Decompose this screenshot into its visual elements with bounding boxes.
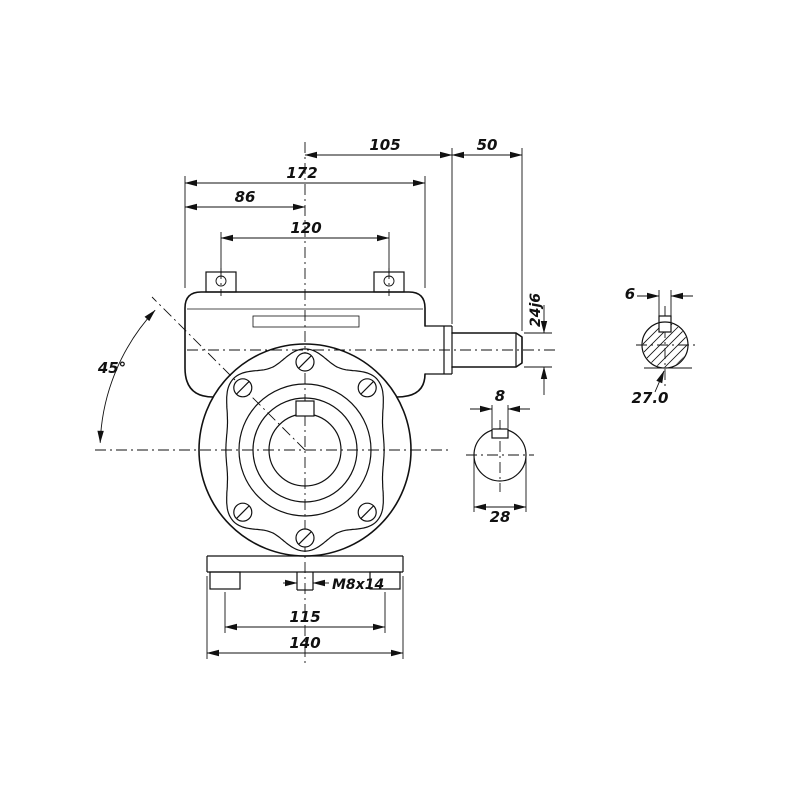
output-boss-outer-circle — [238, 383, 372, 517]
dimension-lines — [97, 148, 693, 659]
dim-label-8: 8 — [495, 387, 505, 405]
screw-slot — [360, 381, 374, 395]
dim-label-172: 172 — [286, 164, 317, 182]
screw-slot — [236, 381, 250, 395]
dim-label-28: 28 — [490, 508, 511, 526]
shaft-key-section-detail — [641, 315, 689, 369]
key-cross-section — [658, 315, 672, 333]
dim-label-45deg: 45° — [97, 359, 126, 377]
45deg-axis-line — [151, 296, 306, 451]
dim-label-115: 115 — [289, 608, 320, 626]
plug-boss — [252, 315, 360, 328]
section-hatching — [642, 322, 688, 368]
dim-label-m8x14: M8x14 — [332, 577, 384, 593]
screw-slot — [360, 505, 374, 519]
screw-slot — [298, 531, 312, 545]
output-boss-inner-circle — [252, 397, 358, 503]
flange-screws — [233, 352, 377, 548]
dim-label-86: 86 — [235, 188, 256, 206]
dim-27-leader — [654, 370, 665, 393]
dim-label-27: 27.0 — [631, 389, 668, 407]
dim-label-140: 140 — [289, 634, 320, 652]
input-shaft — [425, 325, 523, 375]
screw-slot — [236, 505, 250, 519]
gearbox-housing — [184, 291, 426, 557]
lobed-flange-outline — [225, 348, 385, 552]
dimension-labels: 105 50 172 86 120 115 140 M8x14 24j6 6 2… — [97, 136, 669, 652]
dim-label-24j6: 24j6 — [528, 293, 544, 327]
dim-45-arc — [97, 309, 156, 444]
end-view-keyway — [491, 428, 509, 439]
dim-label-105: 105 — [369, 136, 400, 154]
screw-slot — [298, 355, 312, 369]
bore-keyway — [295, 400, 315, 417]
dim-label-50: 50 — [477, 136, 498, 154]
dim-label-6: 6 — [625, 285, 635, 303]
dim-label-120: 120 — [290, 219, 321, 237]
